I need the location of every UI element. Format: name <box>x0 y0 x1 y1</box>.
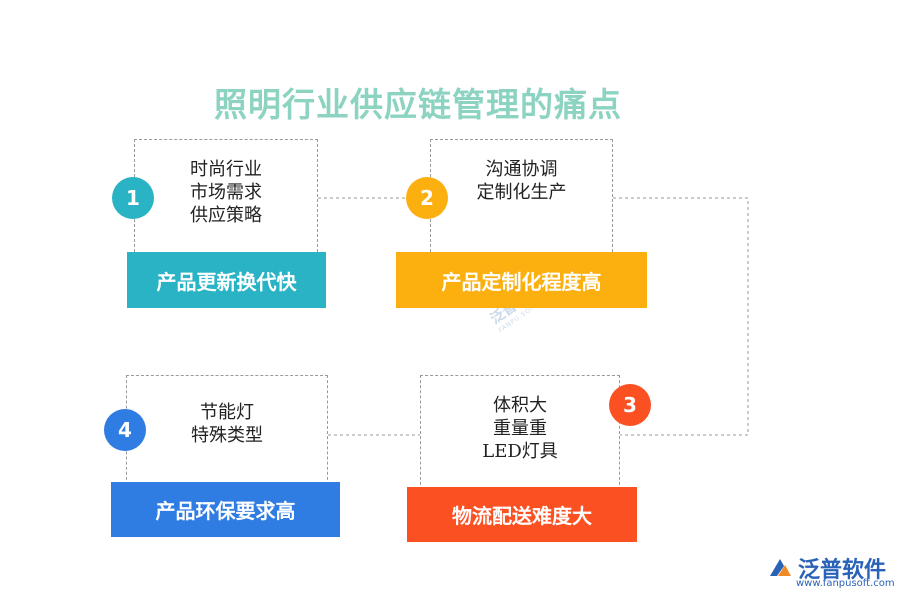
brand-name: 泛普软件 <box>798 558 887 583</box>
pain-point-label-4: 产品环保要求高 <box>111 482 340 537</box>
brand-logo: 泛普软件 <box>766 552 886 584</box>
pain-point-label-2: 产品定制化程度高 <box>396 252 647 308</box>
pain-point-label-3: 物流配送难度大 <box>407 487 637 542</box>
detail-line: LED灯具 <box>482 441 558 462</box>
fanpu-logo-icon <box>770 559 791 576</box>
pain-point-detail-1: 时尚行业 市场需求 供应策略 <box>134 158 318 227</box>
brand-url: www.fanpusoft.com <box>796 578 895 589</box>
step-badge-1: 1 <box>112 177 154 219</box>
detail-line: 定制化生产 <box>476 182 567 203</box>
connector-2-3 <box>613 197 749 436</box>
pain-point-detail-2: 沟通协调 定制化生产 <box>430 158 613 204</box>
detail-line: 重量重 <box>493 418 547 439</box>
page-title: 照明行业供应链管理的痛点 <box>214 85 622 124</box>
detail-line: 沟通协调 <box>485 159 558 180</box>
step-badge-4: 4 <box>104 409 146 451</box>
detail-line: 节能灯 <box>200 402 254 423</box>
detail-line: 供应策略 <box>190 205 262 226</box>
detail-line: 特殊类型 <box>191 425 263 446</box>
step-badge-3: 3 <box>609 384 651 426</box>
detail-line: 体积大 <box>493 395 547 416</box>
step-badge-2: 2 <box>406 177 448 219</box>
detail-line: 市场需求 <box>190 182 262 203</box>
detail-line: 时尚行业 <box>190 159 262 180</box>
pain-point-detail-3: 体积大 重量重 LED灯具 <box>420 394 620 463</box>
pain-point-label-1: 产品更新换代快 <box>127 252 326 308</box>
pain-point-detail-4: 节能灯 特殊类型 <box>126 401 328 447</box>
